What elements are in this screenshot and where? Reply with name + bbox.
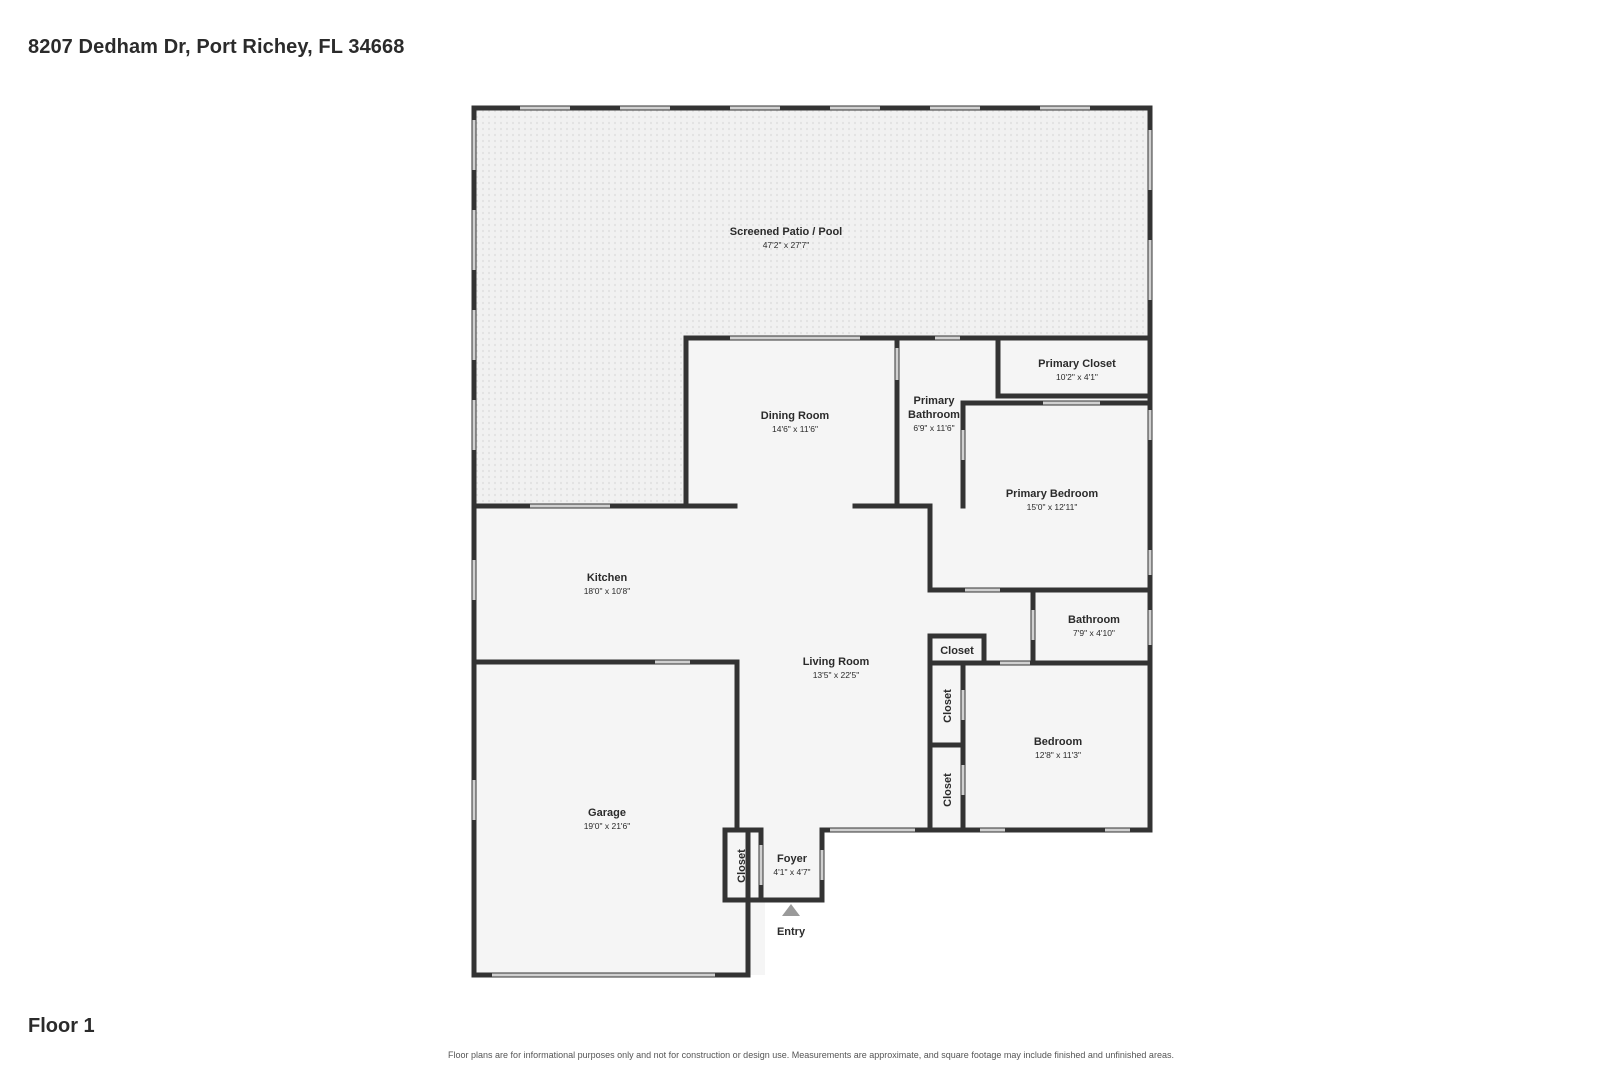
closet-d-name: Closet: [736, 849, 748, 883]
house-floor: [474, 338, 1150, 975]
kitchen-dims: 18'0" x 10'8": [584, 586, 631, 596]
property-address: 8207 Dedham Dr, Port Richey, FL 34668: [28, 36, 405, 58]
primary-bath-dims: 6'9" x 11'6": [913, 423, 954, 433]
bathroom-dims: 7'9" x 4'10": [1073, 628, 1115, 638]
primary-bedroom-dims: 15'0" x 12'11": [1027, 502, 1078, 512]
bathroom-name: Bathroom: [1068, 614, 1120, 626]
closet-a-name: Closet: [940, 645, 974, 657]
patio-floor: [474, 108, 1150, 506]
foyer-dims: 4'1" x 4'7": [773, 867, 810, 877]
disclaimer-text: Floor plans are for informational purpos…: [448, 1050, 1174, 1060]
bedroom-name: Bedroom: [1034, 736, 1083, 748]
dining-name: Dining Room: [761, 410, 830, 422]
closet-b-name: Closet: [942, 689, 954, 723]
room-labels: Screened Patio / Pool 47'2" x 27'7" Dini…: [584, 226, 1120, 883]
patio-dims: 47'2" x 27'7": [763, 240, 810, 250]
patio-name: Screened Patio / Pool: [730, 226, 842, 238]
entry-arrow-icon: [782, 904, 800, 916]
foyer-name: Foyer: [777, 853, 808, 865]
living-dims: 13'5" x 22'5": [813, 670, 860, 680]
floor-label: Floor 1: [28, 1015, 95, 1037]
windows: [472, 106, 1152, 977]
garage-name: Garage: [588, 807, 626, 819]
room-floors: [474, 108, 1150, 975]
primary-bath-name-1: Primary: [914, 395, 956, 407]
primary-closet-dims: 10'2" x 4'1": [1056, 372, 1098, 382]
garage-dims: 19'0" x 21'6": [584, 821, 631, 831]
bedroom-dims: 12'8" x 11'3": [1035, 750, 1081, 760]
living-name: Living Room: [803, 656, 870, 668]
closet-c-name: Closet: [942, 773, 954, 807]
primary-bath-name-2: Bathroom: [908, 409, 960, 421]
dining-dims: 14'6" x 11'6": [772, 424, 818, 434]
primary-bedroom-name: Primary Bedroom: [1006, 488, 1099, 500]
entry-label: Entry: [777, 926, 806, 938]
kitchen-name: Kitchen: [587, 572, 628, 584]
primary-closet-name: Primary Closet: [1038, 358, 1116, 370]
